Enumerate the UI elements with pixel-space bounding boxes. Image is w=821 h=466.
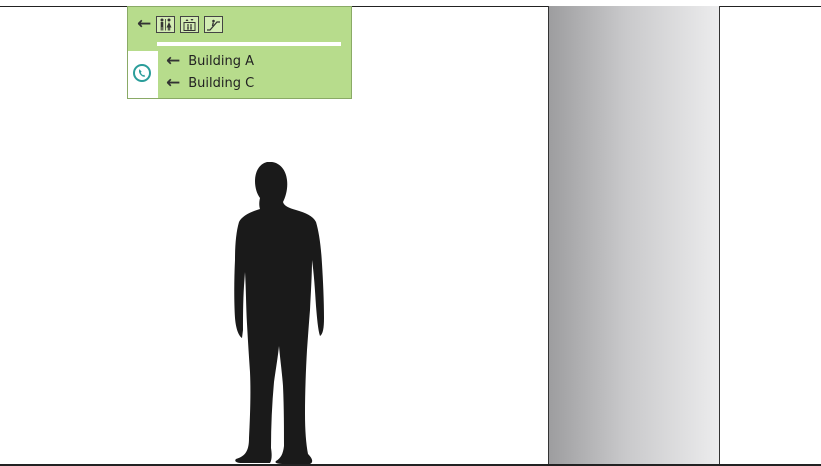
- wayfinding-sign: ←: [127, 6, 352, 99]
- arrow-left-icon: ←: [166, 75, 180, 92]
- destination-row-building-c: ← Building C: [166, 74, 254, 92]
- arrow-left-icon: ←: [137, 16, 151, 33]
- escalator-icon: [204, 16, 223, 33]
- destination-label: Building A: [188, 54, 254, 69]
- sign-phone-panel: [128, 51, 158, 98]
- structural-column: [548, 6, 720, 464]
- sign-divider: [157, 42, 341, 46]
- destination-label: Building C: [188, 76, 254, 91]
- human-silhouette: [226, 160, 332, 466]
- telephone-icon: [133, 64, 151, 82]
- restroom-icon: [156, 16, 175, 33]
- arrow-left-icon: ←: [166, 53, 180, 70]
- elevator-icon: [180, 16, 199, 33]
- sign-top-row: ←: [137, 13, 223, 35]
- destination-row-building-a: ← Building A: [166, 52, 254, 70]
